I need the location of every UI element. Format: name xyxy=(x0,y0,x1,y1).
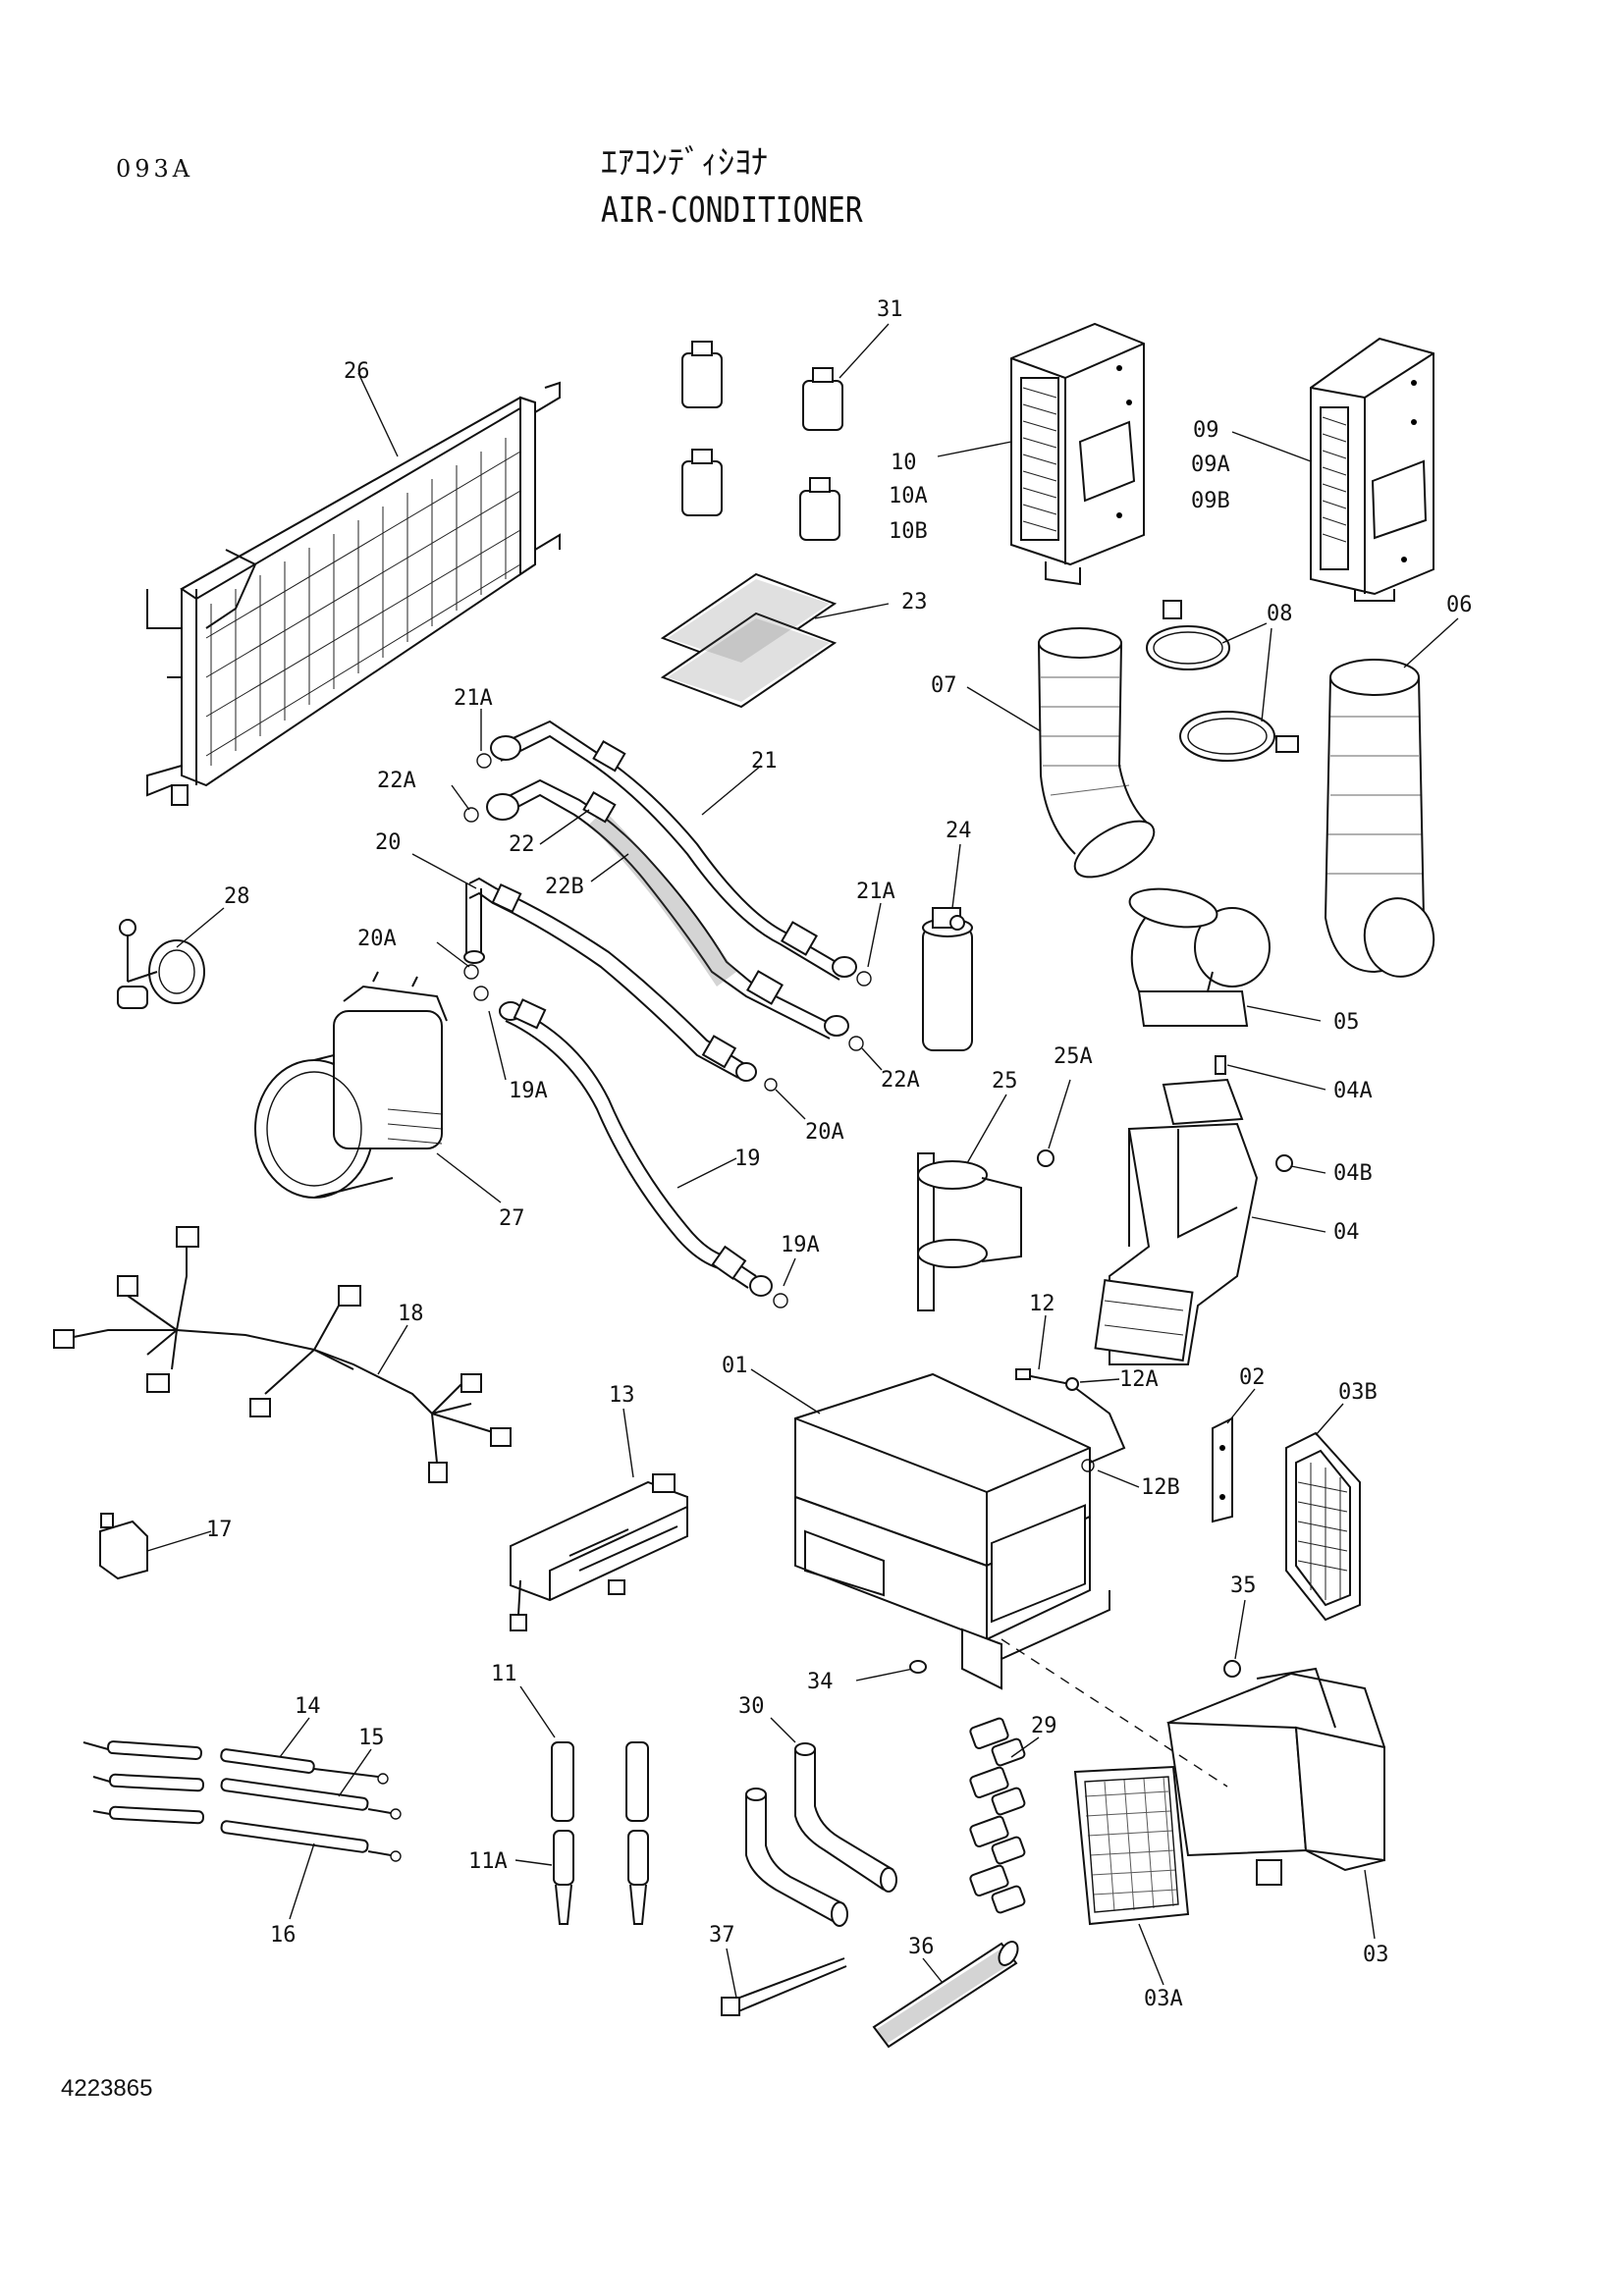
title-japanese: ｴｱｺﾝﾃﾞｨｼﾖﾅ xyxy=(601,143,768,183)
page-code: 093A xyxy=(116,155,194,183)
callout-10: 10 xyxy=(891,451,917,475)
callout-09A: 09A xyxy=(1191,453,1230,477)
insulation-pads-drawing xyxy=(660,572,838,709)
relay-drawing xyxy=(99,1513,148,1580)
callout-04B: 04B xyxy=(1333,1161,1373,1186)
callout-08: 08 xyxy=(1267,602,1293,626)
hose-22-drawing xyxy=(463,778,864,1051)
callout-10A: 10A xyxy=(889,484,928,508)
hose-clamps-08-drawing xyxy=(1146,600,1299,762)
caps-drawing xyxy=(681,341,843,541)
callout-04A: 04A xyxy=(1333,1079,1373,1103)
tubes-11-drawing xyxy=(551,1741,649,1925)
callout-36: 36 xyxy=(908,1935,935,1959)
compressor-drawing xyxy=(254,971,448,1199)
callout-27: 27 xyxy=(499,1206,525,1231)
callout-05: 05 xyxy=(1333,1010,1360,1035)
callout-24: 24 xyxy=(946,819,972,843)
callout-16: 16 xyxy=(270,1923,297,1948)
filter-03B-drawing xyxy=(1285,1431,1361,1622)
wire-harness-drawing xyxy=(53,1226,512,1483)
callout-21A-right: 21A xyxy=(856,880,895,904)
callout-03B: 03B xyxy=(1338,1380,1378,1405)
receiver-dryer-drawing xyxy=(922,907,973,1051)
fittings-29-drawing xyxy=(969,1717,1026,1914)
callout-25A: 25A xyxy=(1054,1044,1093,1069)
callout-34: 34 xyxy=(807,1670,834,1694)
callout-02: 02 xyxy=(1239,1365,1266,1390)
control-panel-drawing xyxy=(510,1473,688,1631)
callout-12A: 12A xyxy=(1119,1367,1159,1392)
page-title: AIR-CONDITIONER xyxy=(601,190,863,231)
duct-elbow-05-drawing xyxy=(1128,887,1271,1027)
sensor-28-drawing xyxy=(117,919,205,1009)
vent-10-drawing xyxy=(1010,322,1145,586)
cable-tie-37-drawing xyxy=(721,1957,847,2016)
callout-07: 07 xyxy=(931,673,957,698)
callout-19: 19 xyxy=(734,1147,761,1171)
callout-19A-right: 19A xyxy=(781,1233,820,1257)
callout-20: 20 xyxy=(375,830,402,855)
plate-02-drawing xyxy=(1212,1416,1233,1523)
callout-26: 26 xyxy=(344,359,370,384)
drawing-number: 4223865 xyxy=(61,2075,153,2102)
callout-20A-right: 20A xyxy=(805,1120,844,1145)
callout-21: 21 xyxy=(751,749,778,774)
callout-22B: 22B xyxy=(545,875,584,899)
callout-29: 29 xyxy=(1031,1714,1057,1738)
callout-06: 06 xyxy=(1446,593,1473,617)
duct-hose-06-drawing xyxy=(1324,659,1435,978)
callout-22: 22 xyxy=(509,832,535,857)
callout-22A-right: 22A xyxy=(881,1068,920,1093)
callout-22A-left: 22A xyxy=(377,769,416,793)
condenser-drawing xyxy=(146,381,561,806)
callout-21A-top: 21A xyxy=(454,686,493,711)
callout-19A-left: 19A xyxy=(509,1079,548,1103)
insulation-tube-36-drawing xyxy=(872,1941,1019,2049)
callout-03A: 03A xyxy=(1144,1987,1183,2011)
cables-14-16-drawing xyxy=(82,1740,402,1862)
callout-11: 11 xyxy=(491,1662,517,1686)
dryer-bracket-drawing xyxy=(917,1149,1055,1311)
callout-12: 12 xyxy=(1029,1292,1055,1316)
duct-04-drawing xyxy=(1094,1055,1293,1365)
callout-31: 31 xyxy=(877,297,903,322)
callout-18: 18 xyxy=(398,1302,424,1326)
pipe-12-drawing xyxy=(1015,1368,1126,1472)
hose-21-drawing xyxy=(476,720,872,987)
callout-35: 35 xyxy=(1230,1574,1257,1598)
callout-12B: 12B xyxy=(1141,1475,1180,1500)
callout-11A: 11A xyxy=(468,1849,508,1874)
callout-17: 17 xyxy=(206,1518,233,1542)
hose-20-drawing xyxy=(463,877,778,1092)
callout-13: 13 xyxy=(609,1383,635,1408)
callout-37: 37 xyxy=(709,1923,735,1948)
callout-28: 28 xyxy=(224,884,250,909)
callout-01: 01 xyxy=(722,1354,748,1378)
callout-10B: 10B xyxy=(889,519,928,544)
callout-30: 30 xyxy=(738,1694,765,1719)
callout-03: 03 xyxy=(1363,1943,1389,1967)
callout-14: 14 xyxy=(295,1694,321,1719)
filter-03A-drawing xyxy=(1073,1765,1190,1926)
main-unit-drawing xyxy=(794,1372,1110,1690)
callout-20A-left: 20A xyxy=(357,927,397,951)
callout-25: 25 xyxy=(992,1069,1018,1094)
callout-09B: 09B xyxy=(1191,489,1230,513)
vent-09-drawing xyxy=(1310,337,1434,602)
callout-15: 15 xyxy=(358,1726,385,1750)
callout-23: 23 xyxy=(901,590,928,614)
callout-04: 04 xyxy=(1333,1220,1360,1245)
housing-03-drawing xyxy=(1001,1638,1385,1886)
callout-09: 09 xyxy=(1193,418,1219,443)
hose-19-drawing xyxy=(473,986,788,1308)
drain-hoses-30-drawing xyxy=(745,1742,897,1927)
duct-hose-07-drawing xyxy=(1038,627,1156,879)
